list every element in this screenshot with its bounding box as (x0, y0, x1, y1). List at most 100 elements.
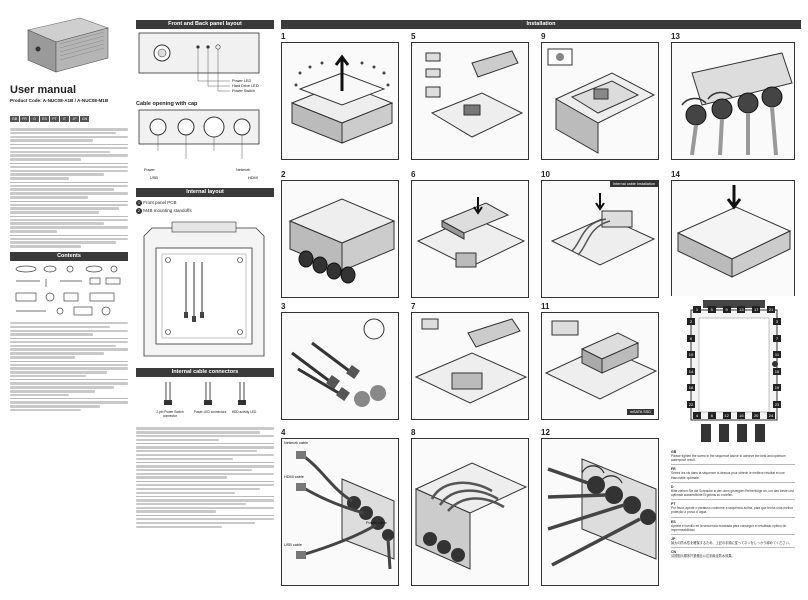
install-notes-block (136, 426, 274, 529)
screw-order-left: 2 6 10 14 18 22 (687, 318, 695, 408)
heatsink-illustration (416, 197, 526, 268)
board-mount-illustration (547, 48, 656, 154)
connectors-diagram (164, 382, 246, 405)
internal-connectors-heading: Internal cable connectors (136, 368, 274, 377)
screw-badge: 16 (737, 412, 746, 419)
step-number-9: 9 (541, 32, 546, 41)
open-enclosure-illustration (288, 198, 396, 284)
note-tag-cn: CN (671, 550, 677, 555)
installation-heading: Installation (281, 20, 801, 29)
column-installation: Installation 1 5 9 13 (281, 0, 801, 600)
step-panel-1 (281, 42, 399, 160)
connector-label-2: Power LED connectors (193, 410, 227, 414)
note-tag-jp: JP (671, 537, 676, 542)
step-number-13: 13 (671, 32, 680, 41)
usb-cable-label: USB cable (284, 543, 302, 547)
screw-badge: 10 (687, 351, 695, 359)
screw-badge: 18 (687, 384, 695, 392)
screw-badge: 17 (752, 306, 761, 313)
internal-cable-illustration (550, 193, 656, 266)
screw-badge: 5 (707, 306, 716, 313)
network-label: Network (236, 168, 250, 172)
cable-gland-illustration (681, 52, 793, 156)
cable-tighten-illustration (547, 458, 657, 567)
step-number-11: 11 (541, 302, 550, 311)
external-cables-illustration (296, 451, 395, 570)
note-text-d: Bitte ziehen Sie die Schraube in der obe… (671, 488, 794, 498)
screw-order-top: 1 5 9 13 17 21 (693, 306, 775, 313)
hdd-led-label: Hard Drive LED (232, 84, 259, 88)
step-panel-3 (281, 312, 399, 420)
network-cable-label: Network cable (284, 441, 309, 445)
contents-heading: Contents (10, 251, 128, 261)
caution-text-block (10, 128, 128, 248)
column-cover: User manual Product Code: A-NUC08-A1B / … (10, 0, 128, 600)
cable-routing-illustration (414, 462, 528, 570)
internal-cable-label: Internal cable Installation (609, 181, 658, 187)
product-code: Product Code: A-NUC08-A1B / A-NUC08-M1B (10, 98, 109, 103)
screw-badge: 1 (693, 306, 701, 313)
screw-badge: 8 (707, 412, 716, 419)
lid-closing-illustration (676, 185, 792, 278)
step-number-7: 7 (411, 302, 416, 311)
flag-gb: GB (10, 116, 19, 122)
screw-badge: 9 (722, 306, 731, 313)
screw-badge: 21 (766, 306, 775, 313)
front-panel-diagram (138, 32, 260, 92)
column-layout: Front and Back panel layout Power LED Ha… (136, 0, 274, 600)
screw-badge: 3 (773, 318, 781, 325)
power-switch-label: Power Switch (232, 89, 256, 93)
step-panel-5 (411, 42, 529, 160)
note-tag-d: D (671, 484, 674, 489)
note-text-jp: 最大の防水性を確保するため、上記の手順に従ってネジをしっかり締めてください。 (671, 541, 792, 546)
cable-insert-illustration (291, 318, 386, 407)
internal-layout-heading: Internal layout (136, 188, 274, 197)
screw-badge: 2 (687, 318, 695, 325)
screw-badge: 19 (773, 384, 781, 392)
hdmi-cable-label: HDMI cable (284, 475, 304, 479)
note-tag-fr: FR (671, 467, 676, 472)
flag-pt: PT (50, 116, 59, 122)
flag-jp: JP (70, 116, 79, 122)
screw-notes: GB Please tighten the screw in the seque… (671, 450, 795, 558)
note-tag-gb: GB (671, 450, 677, 454)
cable-opening-heading: Cable opening with cap (136, 101, 198, 107)
screw-badge: 12 (722, 412, 731, 419)
screw-badge: 14 (687, 367, 695, 375)
screw-sequence-panel: 1 5 9 13 17 21 4 8 12 16 20 24 2 6 10 14… (671, 296, 795, 446)
thermal-pad-apply-illustration (414, 318, 528, 404)
step-panel-12 (541, 438, 659, 586)
manual-title: User manual (10, 84, 77, 96)
step-number-12: 12 (541, 428, 550, 437)
internal-layout-diagram (143, 221, 265, 357)
screw-badge: 11 (773, 351, 781, 359)
flag-fr: FR (20, 116, 29, 122)
flag-d: D (30, 116, 39, 122)
screw-sequence-diagram (690, 300, 778, 442)
step-number-8: 8 (411, 428, 416, 437)
screw-badge: 6 (687, 334, 695, 342)
step-number-10: 10 (541, 170, 550, 179)
internal-legend: 1 Front panel PCB 2 M4B mounting standof… (136, 200, 192, 214)
note-text-es: Apriete el tornillo en la secuencia most… (671, 523, 787, 532)
step-number-6: 6 (411, 170, 416, 179)
hdmi-label: HDMI (248, 176, 258, 180)
step-number-5: 5 (411, 32, 416, 41)
flag-it: IT (60, 116, 69, 122)
screw-badge: 22 (687, 400, 695, 408)
flag-cn: CN (80, 116, 89, 122)
step-panel-8 (411, 438, 529, 586)
step-number-2: 2 (281, 170, 286, 179)
step-panel-4: Network cable HDMI cable USB cable Power… (281, 438, 399, 586)
cable-glands-bottom (701, 424, 765, 442)
contents-illustration (15, 265, 121, 315)
msata-label: mSATA SSD (626, 409, 654, 415)
screw-badge: 13 (737, 306, 746, 313)
screw-order-bottom: 4 8 12 16 20 24 (693, 412, 775, 419)
screw-badge: 23 (773, 400, 781, 408)
note-text-gb: Please tighten the screw in the sequence… (671, 454, 786, 463)
step-panel-13 (671, 42, 795, 160)
step-panel-10: Internal cable Installation (541, 180, 659, 298)
screw-badge: 4 (693, 412, 701, 419)
